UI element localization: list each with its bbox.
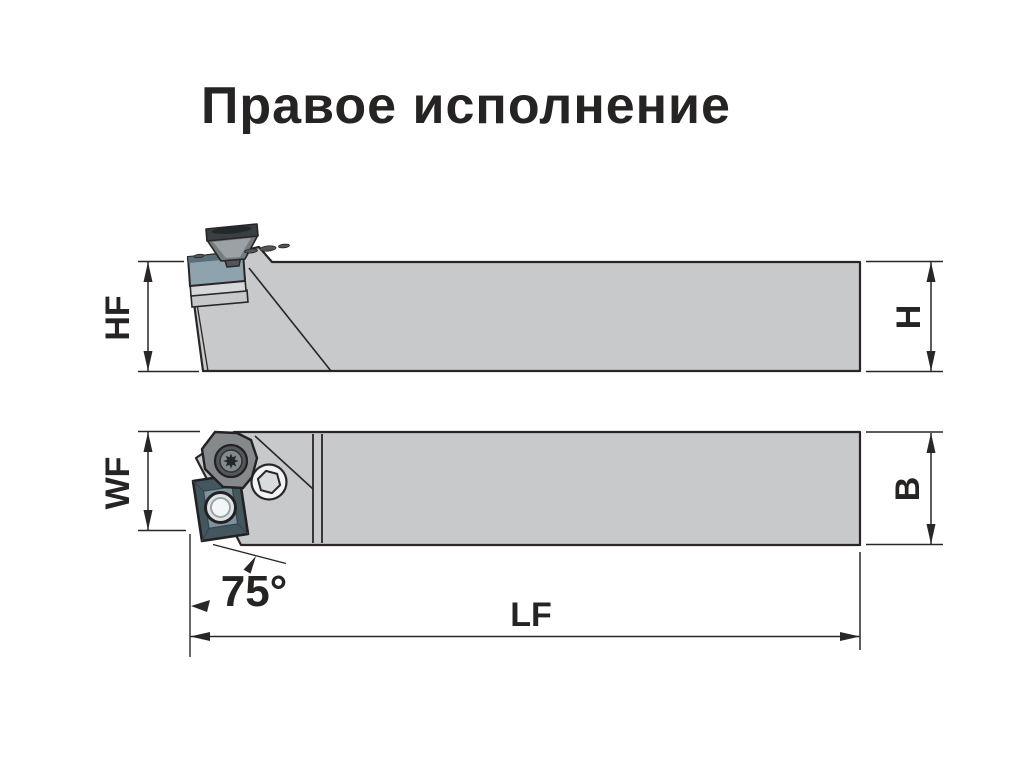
- top-face-hole: [278, 243, 290, 249]
- clamp-knob-face: [213, 238, 251, 258]
- side-view: HF H: [99, 223, 943, 373]
- angle-dimension: 75°: [189, 534, 288, 657]
- page-title: Правое исполнение: [201, 77, 731, 135]
- insert-bevel: [237, 523, 249, 535]
- plan-view: WF B 75° LF: [99, 430, 943, 657]
- lf-dimension: LF: [190, 552, 861, 650]
- top-face-hole: [259, 245, 277, 252]
- h-dimension: H: [866, 260, 943, 373]
- neck-diagonal-line: [248, 267, 332, 372]
- holder-body-side: [186, 245, 862, 373]
- top-face-hole: [244, 248, 258, 254]
- clamp-knob-top-opening: [211, 226, 252, 234]
- lf-label: LF: [510, 596, 552, 634]
- hf-dimension: HF: [99, 260, 199, 373]
- angle-label: 75°: [221, 567, 288, 616]
- wf-dimension: WF: [99, 430, 200, 532]
- holder-body-plan: [194, 430, 862, 547]
- hf-label: HF: [99, 295, 137, 340]
- wf-label: WF: [99, 457, 137, 510]
- insert-hole-inner: [210, 497, 231, 518]
- torx-recess: [223, 453, 239, 469]
- top-face-hole: [193, 253, 205, 259]
- angle-arrow-upper: [243, 556, 256, 574]
- h-label: H: [890, 305, 928, 330]
- angle-arrow-lower: [191, 600, 210, 612]
- pocket-diagonal-line: [254, 435, 314, 490]
- insert-bevel: [201, 528, 210, 542]
- hex-socket: [256, 469, 282, 495]
- b-dimension: B: [866, 431, 943, 546]
- b-label: B: [889, 477, 927, 502]
- head-face-line: [196, 303, 209, 372]
- insert-bevel: [192, 480, 204, 492]
- angle-leg-slanted: [212, 543, 287, 565]
